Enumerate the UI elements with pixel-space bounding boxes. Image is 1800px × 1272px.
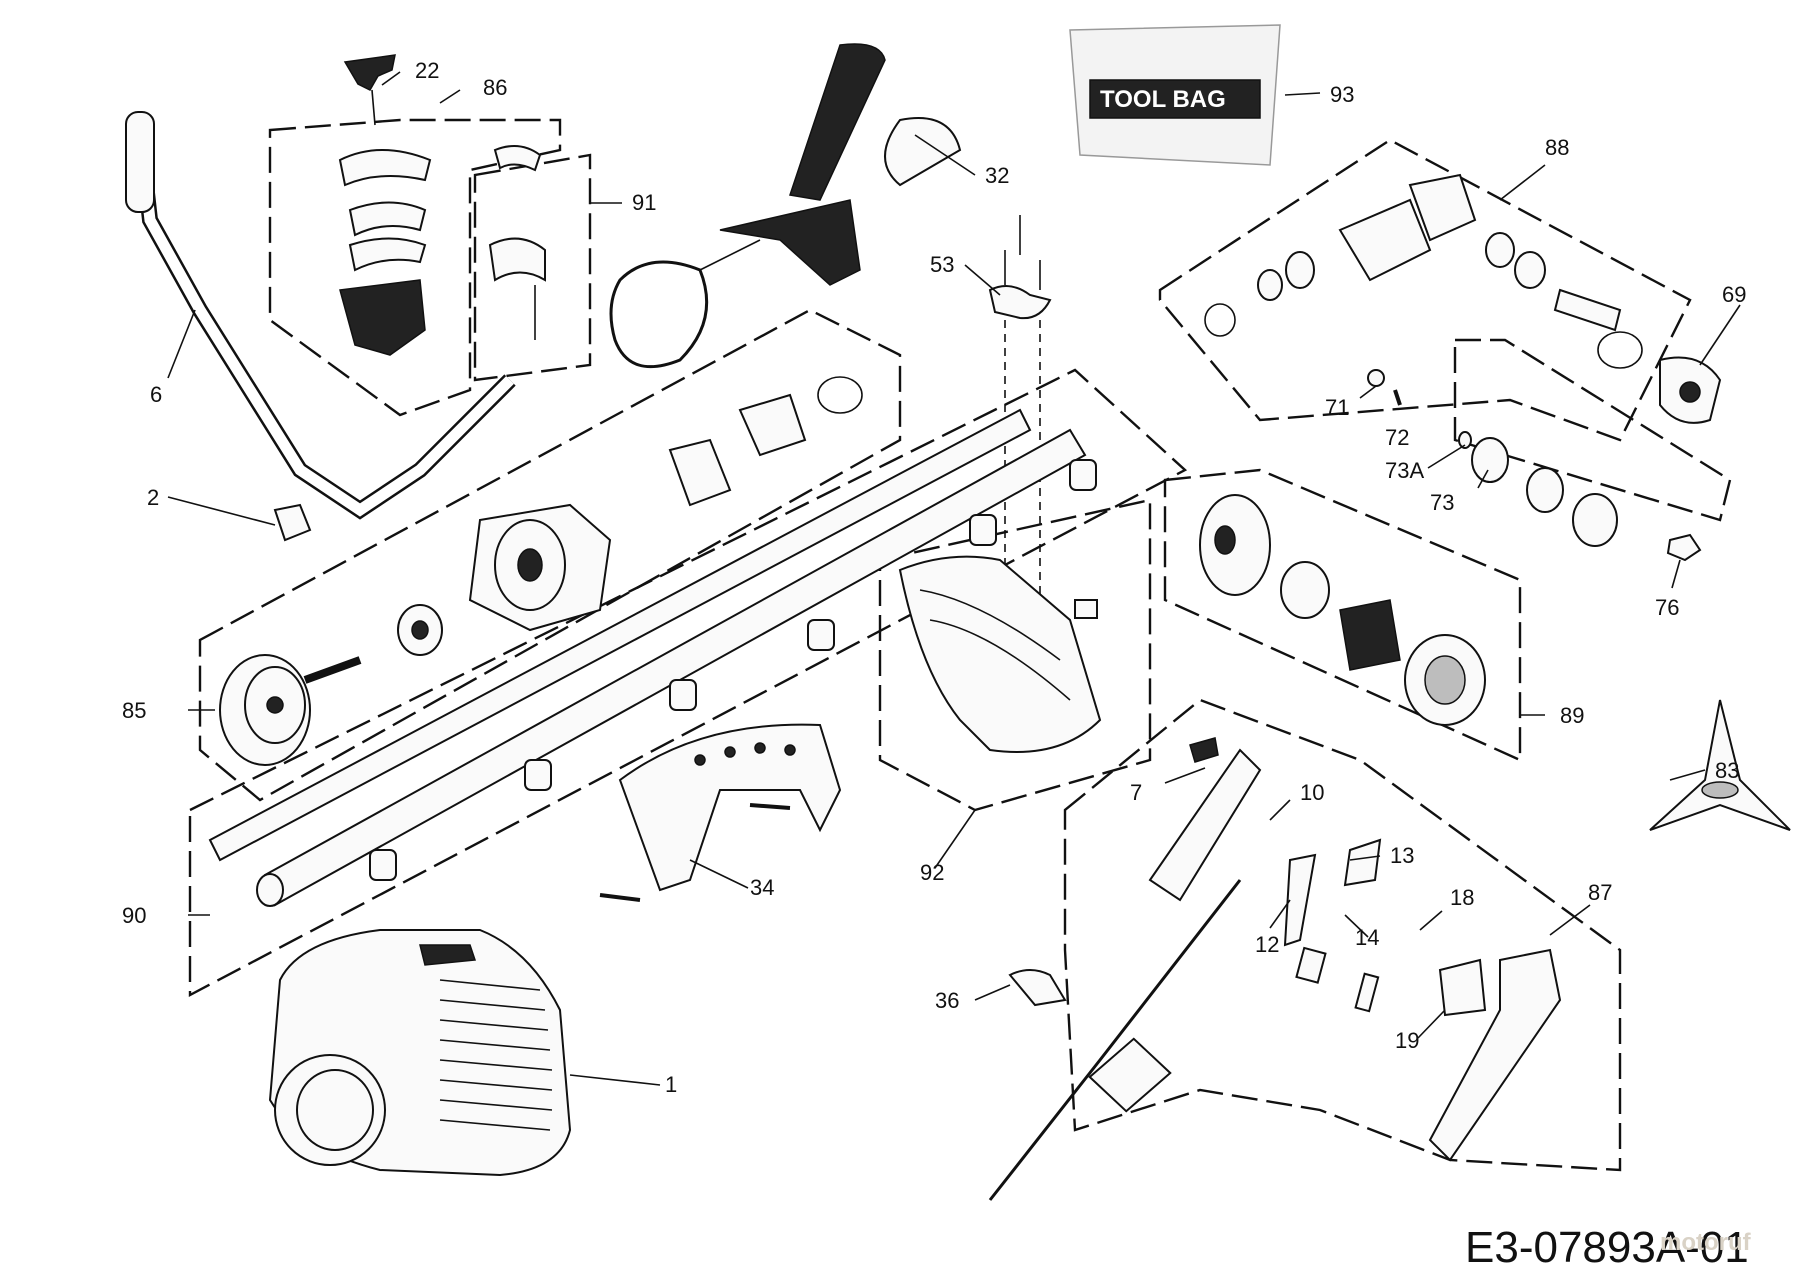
part-label-7: 7 xyxy=(1130,780,1142,805)
trimmer-head-part xyxy=(1199,494,1486,726)
part-label-88: 88 xyxy=(1545,135,1569,160)
blade-guard-part xyxy=(898,555,1102,753)
part-label-85: 85 xyxy=(122,698,146,723)
engine-part xyxy=(268,929,572,1177)
shoulder-harness-part xyxy=(609,43,962,369)
part-label-83: 83 xyxy=(1715,758,1739,783)
watermark-text: motoruf xyxy=(1660,1229,1752,1256)
part-label-6: 6 xyxy=(150,382,162,407)
part-label-73: 73 xyxy=(1430,490,1454,515)
part-label-34: 34 xyxy=(750,875,774,900)
group-outline-92 xyxy=(878,498,1152,812)
small-clamp-part xyxy=(488,145,546,340)
cable-clip-part xyxy=(1008,969,1067,1007)
part-label-90: 90 xyxy=(122,903,146,928)
part-label-32: 32 xyxy=(985,163,1009,188)
group-outline-88 xyxy=(1158,138,1692,442)
bracket-screws-part xyxy=(988,215,1052,640)
part-label-14: 14 xyxy=(1355,925,1379,950)
part-label-92: 92 xyxy=(920,860,944,885)
part-label-72: 72 xyxy=(1385,425,1409,450)
leader-lines xyxy=(167,71,1741,1086)
part-label-86: 86 xyxy=(483,75,507,100)
part-label-18: 18 xyxy=(1450,885,1474,910)
part-label-71: 71 xyxy=(1325,395,1349,420)
part-label-10: 10 xyxy=(1300,780,1324,805)
part-label-22: 22 xyxy=(415,58,439,83)
part-label-91: 91 xyxy=(632,190,656,215)
tool-bag-text: TOOL BAG xyxy=(1100,86,1226,113)
diagram-code: E3-07893A-01 xyxy=(1465,1223,1749,1272)
part-label-12: 12 xyxy=(1255,932,1279,957)
part-label-1: 1 xyxy=(665,1072,677,1097)
group-outline-73 xyxy=(1453,338,1732,522)
clip-part xyxy=(273,503,312,542)
brush-blade-part xyxy=(1649,699,1791,831)
part-label-93: 93 xyxy=(1330,82,1354,107)
tool-bag-part: TOOL BAG xyxy=(1069,24,1281,166)
loop-handle-part xyxy=(125,111,516,520)
part-label-87: 87 xyxy=(1588,880,1612,905)
drive-tube-part xyxy=(208,408,1097,907)
part-label-19: 19 xyxy=(1395,1028,1419,1053)
flange-cover-part xyxy=(1659,356,1722,424)
group-outline-87 xyxy=(1063,698,1622,1172)
group-outline-89 xyxy=(1163,468,1522,762)
gear-housing-part xyxy=(397,376,863,656)
knob-part xyxy=(343,54,396,126)
part-label-36: 36 xyxy=(935,988,959,1013)
part-label-2: 2 xyxy=(147,485,159,510)
clamp-assembly-part xyxy=(338,149,432,356)
part-label-69: 69 xyxy=(1722,282,1746,307)
blade-washer-set-part xyxy=(1458,431,1702,562)
part-label-76: 76 xyxy=(1655,595,1679,620)
part-label-53: 53 xyxy=(930,252,954,277)
group-outline-86 xyxy=(268,118,562,417)
part-label-89: 89 xyxy=(1560,703,1584,728)
part-label-13: 13 xyxy=(1390,843,1414,868)
group-outline-91 xyxy=(473,153,592,382)
washer-bolt-part xyxy=(1367,369,1402,406)
group-outline-85-drive xyxy=(198,308,902,802)
front-handle-part xyxy=(599,723,842,902)
gear-head-part xyxy=(1204,173,1643,369)
group-outline-90 xyxy=(188,368,1188,997)
part-label-73a: 73A xyxy=(1385,458,1424,483)
clutch-drum-part xyxy=(219,654,362,766)
throttle-handle-part xyxy=(988,737,1562,1201)
